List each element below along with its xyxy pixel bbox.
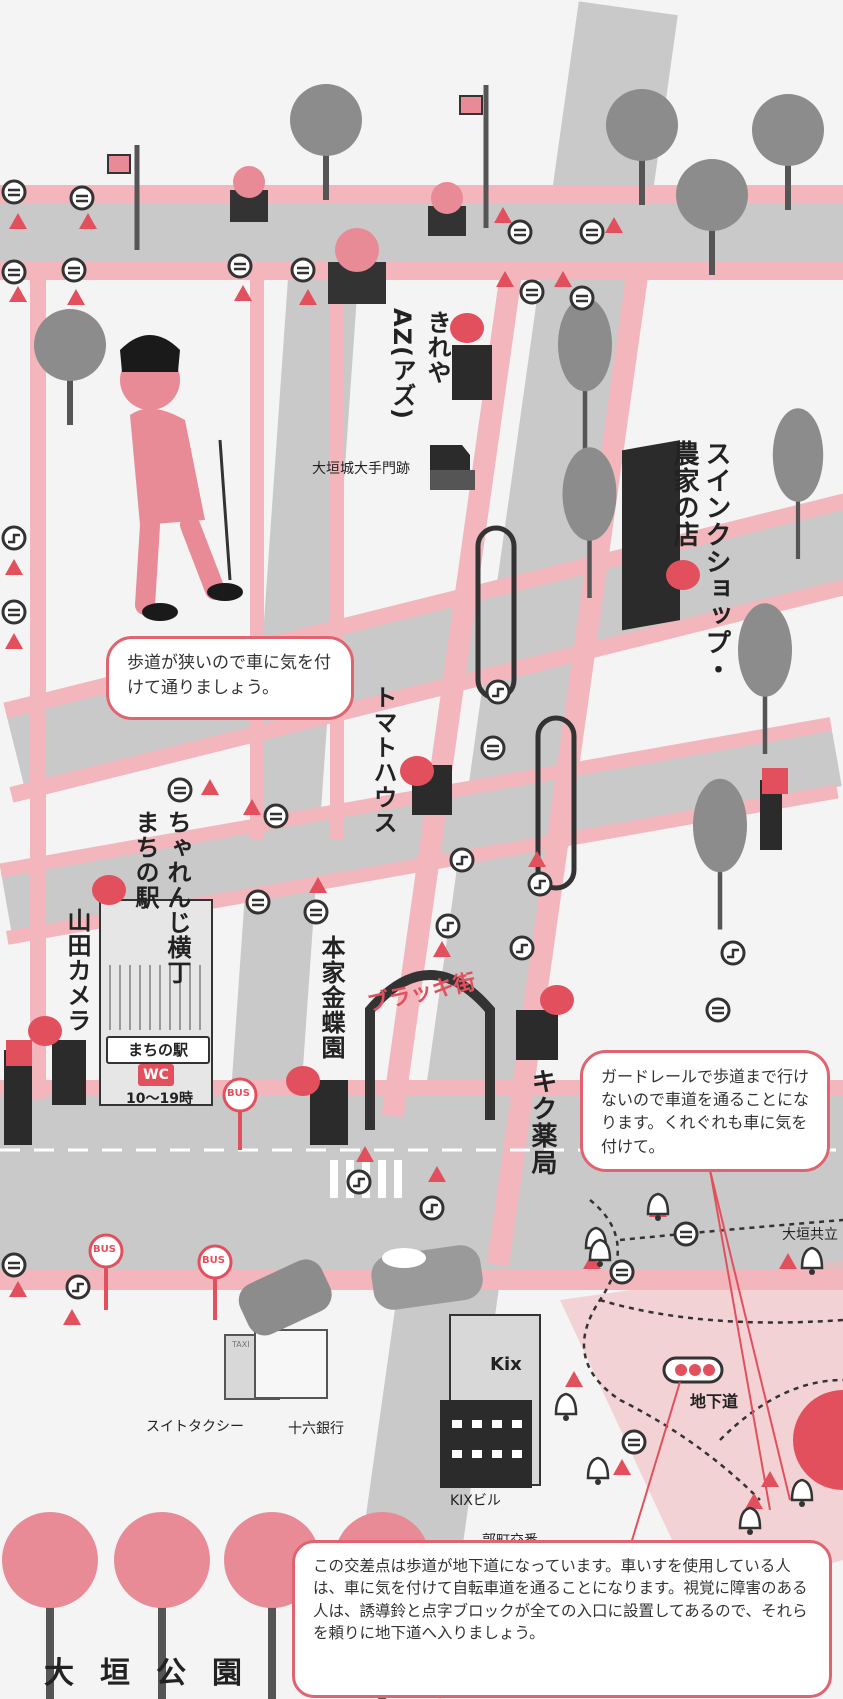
- machinoeki-sign-name: まちの駅: [106, 1036, 210, 1064]
- accessible-shop-icon: [400, 756, 434, 786]
- place-label-juroku: 十六銀行: [288, 1421, 344, 1437]
- shop-name-kiku: キク薬局: [527, 1068, 557, 1176]
- shop-name-nouka: 農家の店: [669, 440, 699, 548]
- shop-name-swink: スインクショップ・: [701, 440, 731, 683]
- shop-name-yamada: 山田カメラ: [63, 908, 91, 1033]
- accessible-shop-icon: [666, 560, 700, 590]
- bus-stop-label: BUS: [202, 1255, 225, 1266]
- machinoeki-hours: 10～19時: [126, 1091, 193, 1107]
- park-name-char: 公: [156, 1656, 186, 1691]
- note-narrow-sidewalk: 歩道が狭いので車に気を付けて通りましょう。: [106, 636, 354, 720]
- place-label-otemon: 大垣城大手門跡: [312, 461, 410, 477]
- shop-name-honke: 本家金蝶園: [317, 935, 345, 1060]
- accessible-shop-icon: [540, 985, 574, 1015]
- park-name-char: 園: [212, 1656, 242, 1691]
- place-label-kyoritsu: 大垣共立: [782, 1227, 838, 1243]
- wc-sign: WC: [138, 1064, 174, 1086]
- shop-name-kireya: きれや: [423, 310, 451, 385]
- note-guardrail: ガードレールで歩道まで行けないので車道を通ることになります。くれぐれも車に気を付…: [580, 1050, 830, 1172]
- accessible-shop-icon: [450, 313, 484, 343]
- accessible-shop-icon: [286, 1066, 320, 1096]
- place-label-chikado: 地下道: [690, 1392, 739, 1411]
- kix-sign: Kix: [490, 1354, 522, 1375]
- shop-name-machinoeki: まちの駅: [131, 810, 159, 910]
- note-underpass: この交差点は歩道が地下道になっています。車いすを使用している人は、車に気を付けて…: [292, 1540, 832, 1698]
- shop-name-az: AZ(アズ): [388, 308, 416, 420]
- taxi-label: TAXI: [232, 1340, 250, 1349]
- shop-name-charenji: ちゃれんじ横丁: [163, 810, 191, 985]
- bus-stop-label: BUS: [227, 1088, 250, 1099]
- bus-stop-label: BUS: [93, 1244, 116, 1255]
- accessible-shop-icon: [28, 1016, 62, 1046]
- accessible-shop-icon: [92, 875, 126, 905]
- place-label-kix: KIXビル: [450, 1493, 501, 1509]
- park-name-char: 大: [44, 1656, 74, 1691]
- shop-name-tomato: トマトハウス: [369, 685, 397, 835]
- park-name-char: 垣: [100, 1656, 130, 1691]
- place-label-suito-taxi: スイトタクシー: [146, 1419, 244, 1435]
